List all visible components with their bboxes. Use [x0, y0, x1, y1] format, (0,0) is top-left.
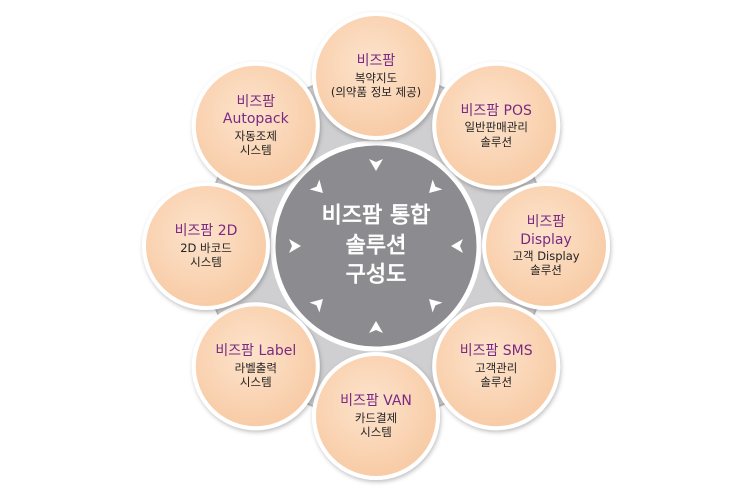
arrow-icon	[429, 179, 443, 193]
node-title: 비즈팜 VAN	[340, 392, 412, 409]
arrow-icon	[429, 299, 443, 313]
node-circle-pos	[432, 61, 561, 190]
arrow-icon	[369, 321, 383, 333]
node-description: 2D 바코드	[180, 240, 232, 255]
node-circle-van	[312, 352, 440, 480]
node-description: 자동조제	[234, 128, 277, 143]
node-description: 솔루션	[480, 374, 513, 389]
arrow-icon	[309, 299, 323, 313]
node-description: 시스템	[190, 254, 222, 269]
node-circle-display	[482, 182, 610, 310]
node-title: 비즈팜	[526, 214, 566, 231]
center-hub	[270, 140, 482, 352]
node-title: 비즈팜 Label	[215, 343, 297, 360]
node-title: 비즈팜 2D	[174, 222, 238, 239]
node-description: 카드결제	[354, 410, 398, 425]
node-title: 비즈팜 SMS	[459, 343, 533, 360]
arrow-icon	[451, 239, 463, 253]
node-circle-label	[191, 302, 320, 431]
center-title: 비즈팜 통합 솔루션 구성도	[291, 201, 461, 290]
node-group	[142, 12, 610, 480]
node-description: (의약품 정보 제공)	[330, 84, 422, 99]
node-title: Display	[520, 231, 572, 248]
node-title: 비즈팜	[356, 52, 396, 69]
arrow-icon	[289, 239, 301, 253]
node-description: 라벨출력	[234, 360, 277, 375]
node-circle-2d	[142, 182, 270, 310]
node-description: 고객 Display	[512, 249, 580, 264]
node-description: 시스템	[239, 143, 272, 158]
node-title: Autopack	[222, 111, 289, 128]
arrow-icon	[309, 179, 323, 193]
node-circle-map	[312, 12, 440, 140]
center-title-line: 비즈팜 통합	[321, 203, 431, 229]
node-circle-sms	[432, 302, 561, 431]
arrow-group	[289, 159, 463, 333]
node-circle-autopack	[191, 61, 320, 190]
node-description: 일반판매관리	[464, 120, 528, 135]
node-description: 복약지도	[354, 70, 398, 85]
node-title: 비즈팜 POS	[460, 102, 532, 119]
center-title-line: 솔루션	[345, 233, 407, 259]
arrow-icon	[369, 159, 383, 171]
node-description: 고객관리	[475, 360, 518, 375]
center-title-line: 구성도	[345, 262, 407, 288]
node-title: 비즈팜	[236, 93, 276, 110]
node-description: 솔루션	[480, 134, 513, 149]
node-description: 시스템	[360, 424, 392, 439]
node-description: 시스템	[239, 374, 272, 389]
node-description: 솔루션	[530, 263, 562, 278]
